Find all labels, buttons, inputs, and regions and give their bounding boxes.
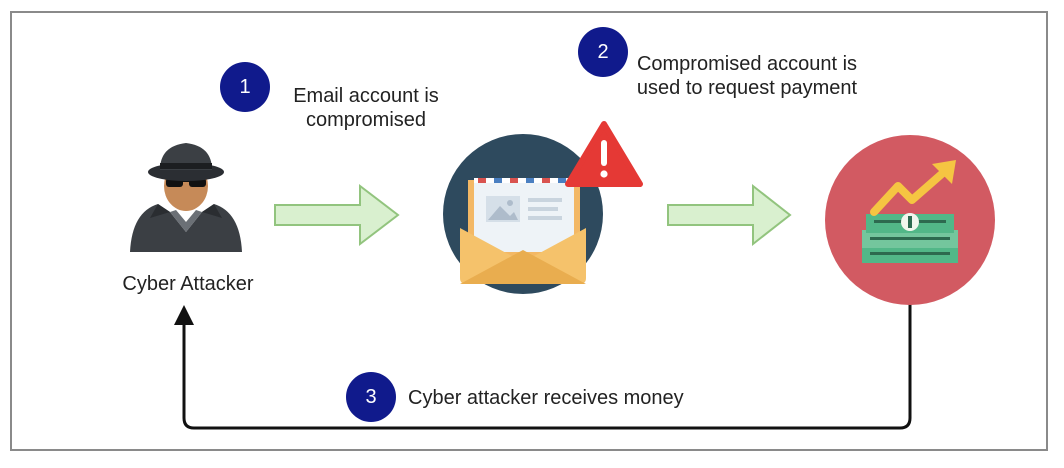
flow-arrow-1	[274, 183, 400, 247]
step-2-text: Compromised account is used to request p…	[636, 53, 858, 99]
money-stack-rising-icon	[825, 135, 995, 305]
step-2-badge: 2	[578, 27, 628, 77]
return-flow-arrow	[174, 302, 912, 430]
step-1-badge: 1	[220, 62, 270, 112]
hacker-icon	[130, 143, 242, 252]
warning-triangle-icon	[565, 121, 643, 187]
step-3-text: Cyber attacker receives money	[408, 387, 684, 409]
attacker-label: Cyber Attacker	[122, 273, 254, 295]
flow-arrow-2	[667, 183, 792, 247]
step-1-text: Email account is compromised	[293, 85, 439, 131]
step-3-badge: 3	[346, 372, 396, 422]
email-envelope-icon	[443, 134, 603, 294]
